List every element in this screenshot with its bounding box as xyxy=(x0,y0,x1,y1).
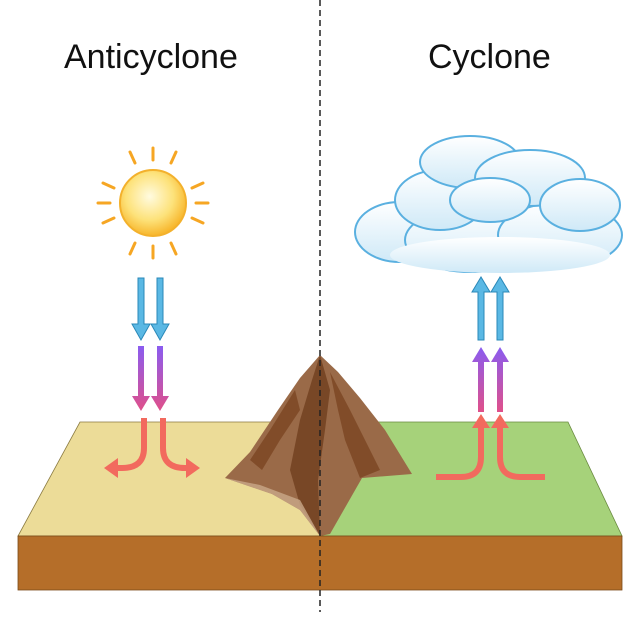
sun-icon xyxy=(96,146,210,260)
cyclone-title: Cyclone xyxy=(428,38,551,76)
anticyclone-title: Anticyclone xyxy=(64,38,238,76)
anticyclone-diverging-warm-air-arrows xyxy=(104,418,200,478)
anticyclone-mixed-air-arrows xyxy=(132,346,169,411)
cyclone-rising-air-arrows xyxy=(471,276,510,341)
cloud-icon xyxy=(354,135,623,273)
mountain xyxy=(225,355,412,536)
anticyclone-cold-air-arrows xyxy=(131,277,170,342)
cyclone-mixed-air-arrows xyxy=(472,347,509,412)
cyclone-converging-warm-air-arrows xyxy=(436,414,545,480)
